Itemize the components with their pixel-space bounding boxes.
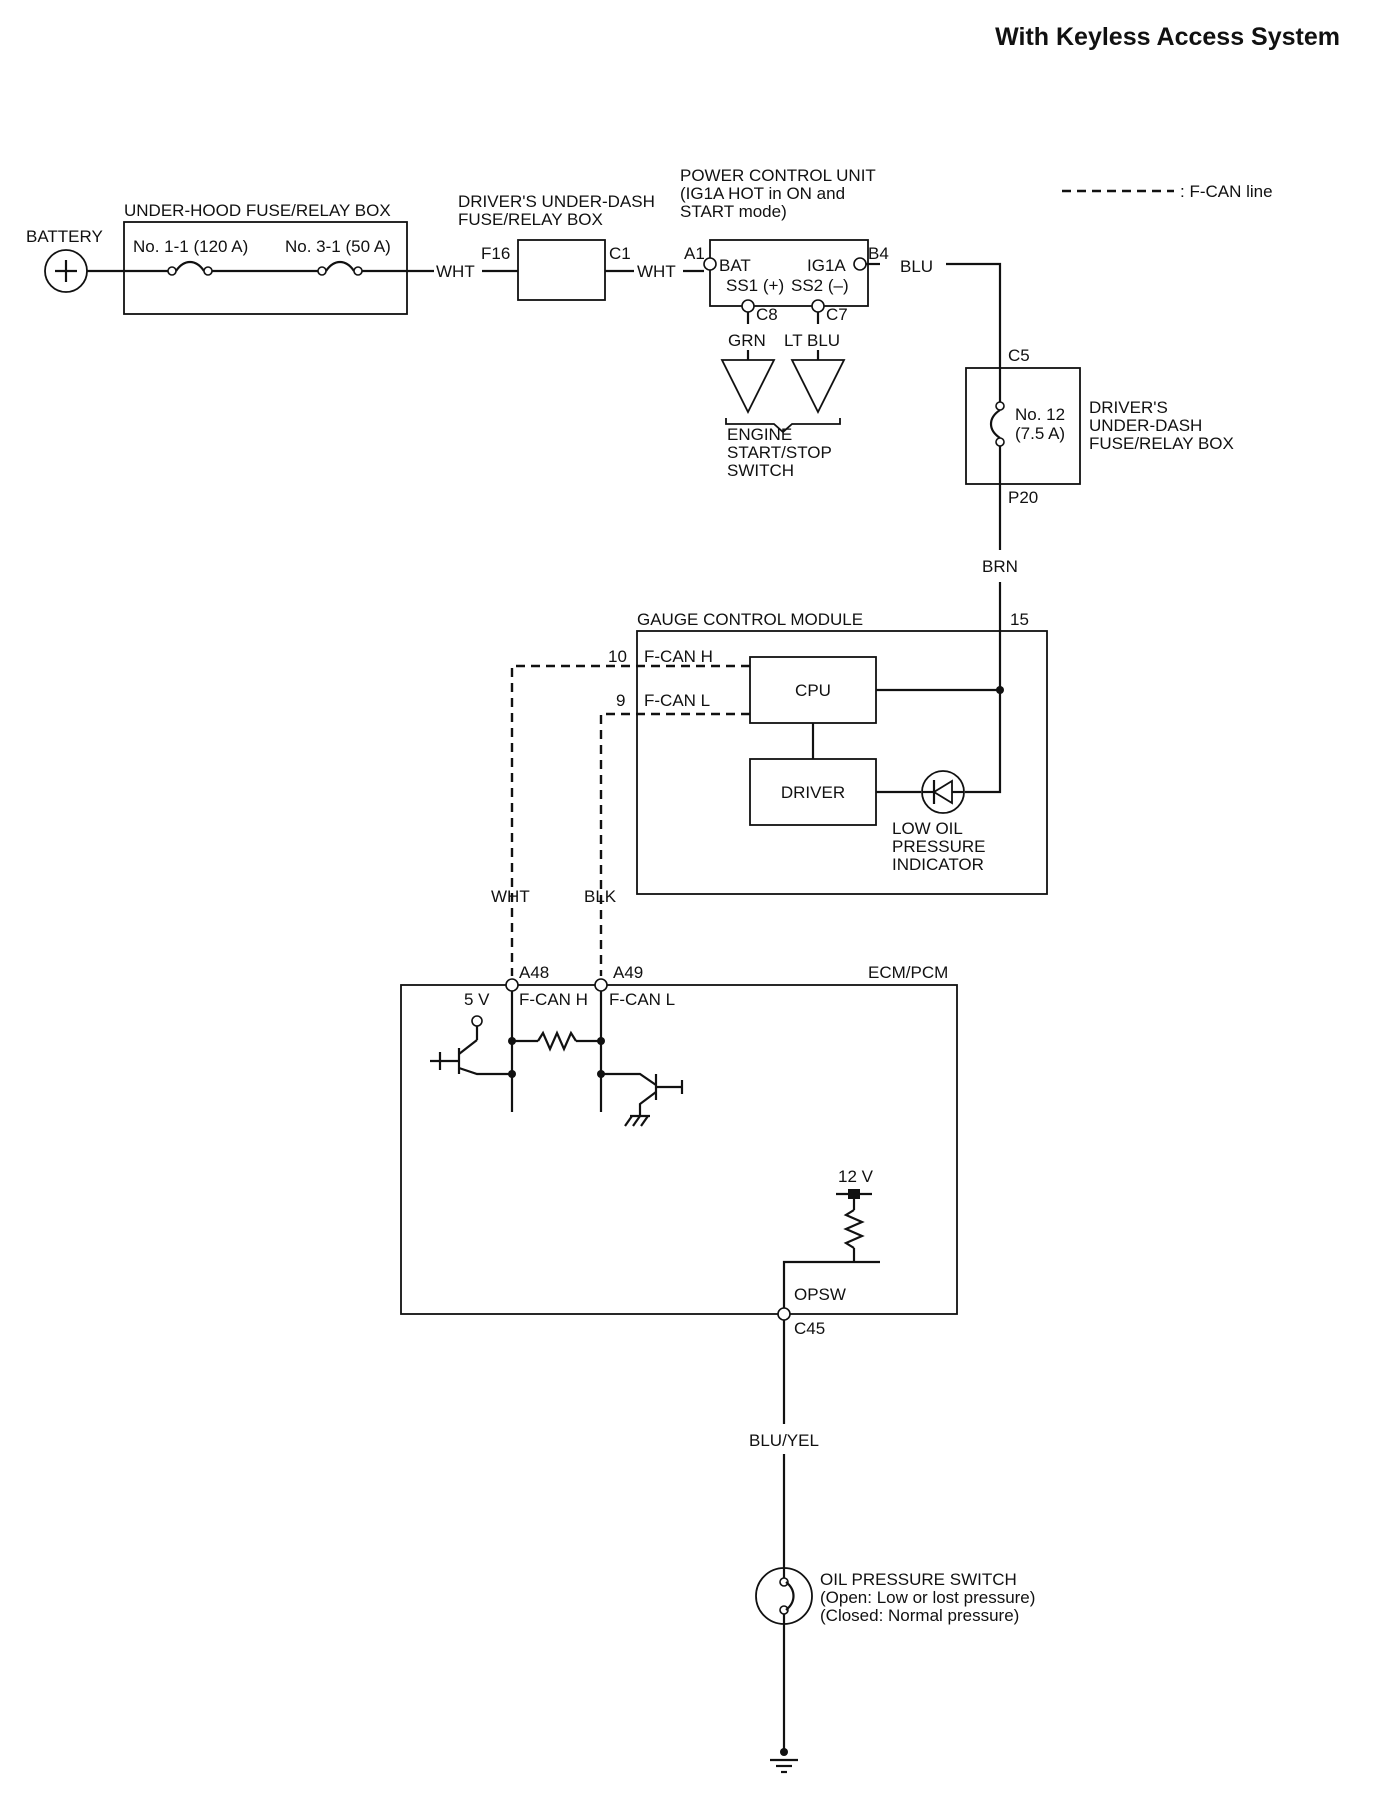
start-stop-switch-terminal-1 [720,359,776,415]
fuse-no12-label-1: No. 12 [1015,405,1065,424]
pcu-ig1a: IG1A [807,256,846,275]
gcm-fcan-l: F-CAN L [644,691,710,710]
battery-symbol [44,249,88,293]
switch-bracket [725,418,841,434]
dash-box-right-title-2: UNDER-DASH [1089,416,1202,435]
ecm-title: ECM/PCM [868,963,948,982]
pin-10: 10 [608,647,627,666]
pcu-bat: BAT [719,256,751,275]
ground-icon [770,1758,798,1774]
power-control-unit [709,239,869,307]
wire-label-grn: GRN [728,331,766,350]
wire-gcm-power [965,629,1002,794]
ecm-fcan-l: F-CAN L [609,990,675,1009]
fcan-h-line [510,664,750,976]
pin-a49: A49 [613,963,643,982]
ops-label-3: (Closed: Normal pressure) [820,1606,1019,1625]
gauge-control-module [636,630,1048,895]
ecm-12v: 12 V [838,1167,874,1186]
dash-fuse-box-top [517,239,606,301]
page-title: With Keyless Access System [995,23,1340,51]
dash-box-top-title-1: DRIVER'S UNDER-DASH [458,192,655,211]
fuse-3-1-symbol [325,260,355,272]
pcu-title-2: (IG1A HOT in ON and [680,184,845,203]
wire-label-lt-blu: LT BLU [784,331,840,350]
pin-p20: P20 [1008,488,1038,507]
legend-fcan-label: : F-CAN line [1180,182,1273,201]
ecm-fcan-h: F-CAN H [519,990,588,1009]
fuse-1-1-label: No. 1-1 (120 A) [133,237,248,256]
pin-9: 9 [616,691,625,710]
pin-a1: A1 [684,244,705,263]
pcu-title-1: POWER CONTROL UNIT [680,166,876,185]
wire-opsw-internal [782,1260,880,1308]
dash-box-right-title-3: FUSE/RELAY BOX [1089,434,1234,453]
fuse-no12-symbol [989,409,1001,439]
pin-15: 15 [1010,610,1029,629]
wire-blu [946,262,1002,368]
ecm-5v: 5 V [464,990,490,1009]
pin-a48: A48 [519,963,549,982]
start-stop-switch-terminal-2 [790,359,846,415]
termination-resistor [537,1030,577,1052]
wire-label-wht-2: WHT [637,262,676,281]
dash-fuse-box-right [965,367,1081,485]
switch-label-1: ENGINE [727,425,792,444]
indicator-label-2: PRESSURE [892,837,986,856]
wire-label-wht-1: WHT [436,262,475,281]
dash-box-right-title-1: DRIVER'S [1089,398,1168,417]
gcm-fcan-h: F-CAN H [644,647,713,666]
pin-f16: F16 [481,244,510,263]
pin-c45: C45 [794,1319,825,1338]
pin-c7: C7 [826,305,848,324]
dash-box-top-title-2: FUSE/RELAY BOX [458,210,603,229]
ops-label-2: (Open: Low or lost pressure) [820,1588,1035,1607]
transistor-high [430,1039,512,1076]
indicator-label-3: INDICATOR [892,855,984,874]
oil-pressure-switch-icon [755,1566,813,1626]
wire-label-blu: BLU [900,257,933,276]
indicator-label-1: LOW OIL [892,819,963,838]
switch-label-3: SWITCH [727,461,794,480]
transistor-low [601,1072,684,1127]
switch-label-2: START/STOP [727,443,832,462]
wire-label-blu-yel: BLU/YEL [749,1431,819,1450]
pcu-title-3: START mode) [680,202,787,221]
pin-b4: B4 [868,244,889,263]
pcu-ss2: SS2 (–) [791,276,849,295]
ecm-opsw: OPSW [794,1285,846,1304]
fuse-1-1-symbol [175,260,205,272]
underhood-box-title: UNDER-HOOD FUSE/RELAY BOX [124,201,391,220]
pin-c8: C8 [756,305,778,324]
cpu-label: CPU [795,681,831,700]
driver-label: DRIVER [781,783,845,802]
pcu-ss1: SS1 (+) [726,276,784,295]
ecm-pcm [400,984,958,1315]
underhood-fuse-box [123,221,408,315]
wire-label-blk-can: BLK [584,887,617,906]
gcm-title: GAUGE CONTROL MODULE [637,610,863,629]
fuse-3-1-label: No. 3-1 (50 A) [285,237,391,256]
ops-label-1: OIL PRESSURE SWITCH [820,1570,1017,1589]
wire-label-brn: BRN [982,557,1018,576]
fcan-l-line [599,712,750,976]
pullup-12v [836,1189,872,1262]
fuse-no12-label-2: (7.5 A) [1015,424,1065,443]
pin-c1: C1 [609,244,631,263]
battery-label: BATTERY [26,227,103,246]
low-oil-pressure-indicator-icon [921,770,965,814]
wire-label-wht-can: WHT [491,887,530,906]
pin-c5: C5 [1008,346,1030,365]
